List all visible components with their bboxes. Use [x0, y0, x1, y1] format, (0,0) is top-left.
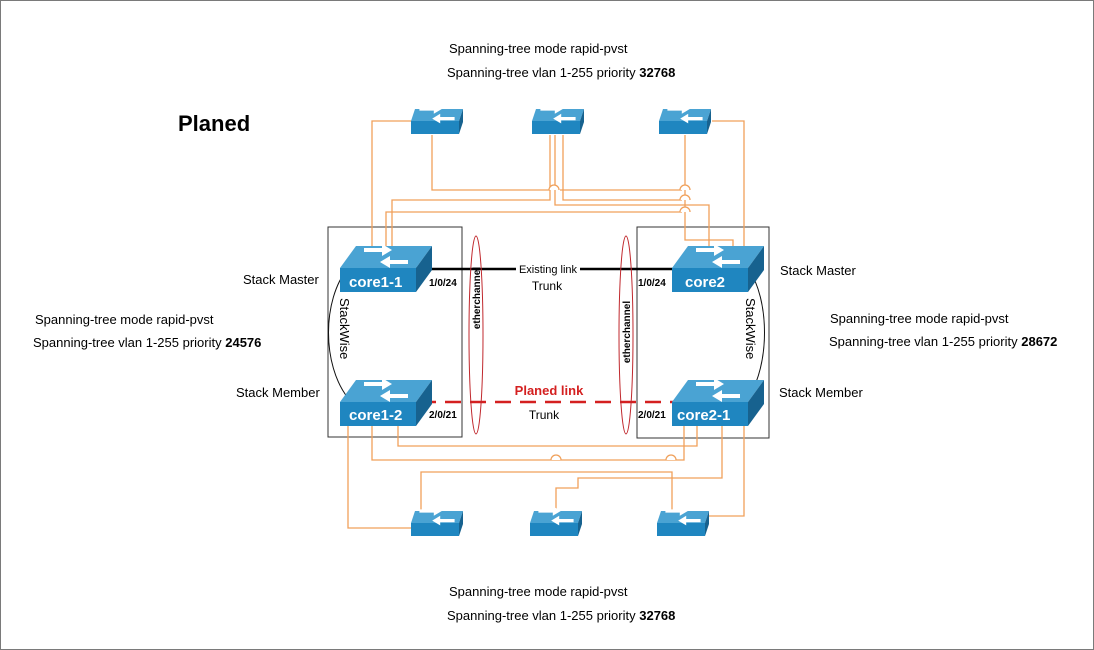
- access-switch-top-right[interactable]: [659, 104, 711, 134]
- uplink: [371, 120, 416, 262]
- uplink: [712, 120, 745, 262]
- hop: [550, 454, 562, 461]
- uplink: [708, 412, 745, 517]
- hop: [665, 454, 677, 461]
- left-stackwise-label: StackWise: [337, 298, 352, 359]
- uplink: [420, 471, 673, 512]
- etherchannel-left-label: etherchannel: [472, 267, 483, 329]
- bottom-uplinks: [347, 412, 745, 529]
- uplink: [555, 412, 723, 512]
- right-stackwise-label: StackWise: [743, 298, 758, 359]
- hop: [679, 206, 691, 213]
- uplink: [431, 135, 550, 191]
- uplink: [347, 412, 414, 529]
- existing-link-label-bg: [516, 262, 580, 276]
- left-mode-text: Spanning-tree mode rapid-pvst: [35, 312, 214, 327]
- left-priority-text: Spanning-tree vlan 1-255 priority 24576: [33, 335, 261, 350]
- right-member-port-label: 2/0/21: [638, 410, 666, 421]
- core2-1-label: core2-1: [677, 407, 730, 424]
- access-switch-bottom-left[interactable]: [411, 506, 463, 536]
- right-stack-member-label: Stack Member: [779, 385, 863, 400]
- uplink: [562, 135, 682, 201]
- core1-2-label: core1-2: [349, 407, 402, 424]
- existing-link-label: Existing link: [519, 264, 578, 276]
- right-master-port-label: 1/0/24: [638, 278, 666, 289]
- bottom-mode-text: Spanning-tree mode rapid-pvst: [449, 584, 628, 599]
- uplink: [554, 135, 710, 262]
- left-stack-master-label: Stack Master: [243, 272, 320, 287]
- hop: [548, 184, 560, 191]
- top-uplinks: [371, 120, 745, 262]
- access-switch-bottom-right[interactable]: [657, 506, 709, 536]
- planed-link-label: Planed link: [515, 383, 584, 398]
- hop: [679, 194, 691, 201]
- uplink: [397, 412, 698, 447]
- core-switch-core2[interactable]: core2: [672, 244, 764, 292]
- access-switch-bottom-center[interactable]: [530, 506, 582, 536]
- right-stack-master-label: Stack Master: [780, 263, 857, 278]
- core-switch-core1-1[interactable]: core1-1: [340, 244, 432, 292]
- etherchannel-right-label: etherchannel: [622, 301, 633, 363]
- top-mode-text: Spanning-tree mode rapid-pvst: [449, 41, 628, 56]
- left-stack-member-label: Stack Member: [236, 385, 320, 400]
- uplink: [391, 135, 551, 262]
- right-mode-text: Spanning-tree mode rapid-pvst: [830, 311, 1009, 326]
- etherchannel-left-oval: [468, 235, 484, 435]
- hop: [679, 184, 691, 191]
- planed-link-trunk-label: Trunk: [529, 408, 560, 422]
- top-priority-text: Spanning-tree vlan 1-255 priority 32768: [447, 65, 675, 80]
- core-switch-core1-2[interactable]: core1-2: [340, 378, 432, 426]
- etherchannel-right-oval: [618, 235, 634, 435]
- uplink: [385, 211, 682, 262]
- left-stack-frame: [327, 226, 463, 438]
- right-priority-text: Spanning-tree vlan 1-255 priority 28672: [829, 334, 1057, 349]
- link-hops: [548, 184, 691, 461]
- bottom-priority-text: Spanning-tree vlan 1-255 priority 32768: [447, 608, 675, 623]
- uplink: [371, 412, 685, 461]
- access-switch-top-left[interactable]: [411, 104, 463, 134]
- core2-label: core2: [685, 274, 725, 291]
- left-member-port-label: 2/0/21: [429, 410, 457, 421]
- right-stack-frame: [636, 226, 770, 439]
- diagram-title: Planed: [178, 111, 250, 136]
- core-switch-core2-1[interactable]: core2-1: [672, 378, 764, 426]
- access-switch-top-center[interactable]: [532, 104, 584, 134]
- left-master-port-label: 1/0/24: [429, 278, 457, 289]
- core1-1-label: core1-1: [349, 274, 402, 291]
- existing-link-trunk-label: Trunk: [532, 279, 563, 293]
